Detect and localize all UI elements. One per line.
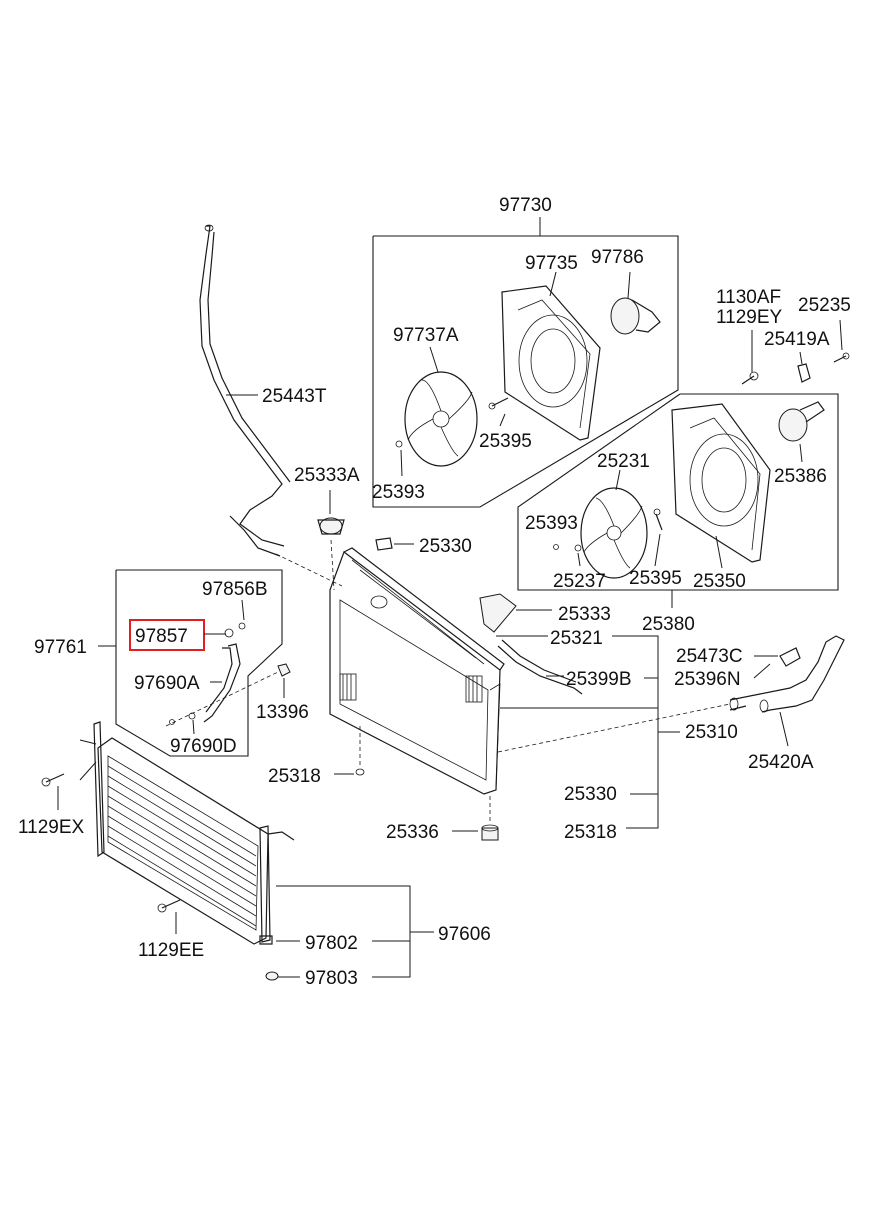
label-25393-lower: 25393 xyxy=(525,513,578,534)
label-25231: 25231 xyxy=(597,451,650,472)
label-25237: 25237 xyxy=(553,571,606,592)
label-25235: 25235 xyxy=(798,295,851,316)
label-97730: 97730 xyxy=(499,195,552,216)
bracket-group-97761-box xyxy=(115,569,283,757)
label-25310: 25310 xyxy=(685,722,738,743)
label-25321: 25321 xyxy=(550,628,603,649)
screw-25395-upper xyxy=(488,397,509,410)
bolt-1129EE xyxy=(157,899,181,913)
bolt-1130AF xyxy=(741,371,759,385)
clip-25237 xyxy=(574,544,582,552)
label-25395-lower: 25395 xyxy=(629,568,682,589)
label-97786: 97786 xyxy=(591,247,644,268)
label-25330-upper: 25330 xyxy=(419,536,472,557)
bracket-25333 xyxy=(479,593,517,633)
receiver-drier-97802 xyxy=(259,935,273,945)
label-97735: 97735 xyxy=(525,253,578,274)
label-25473C: 25473C xyxy=(676,646,743,667)
fan-shroud-97735 xyxy=(501,285,601,441)
label-25399B: 25399B xyxy=(566,669,632,690)
label-97737A: 97737A xyxy=(393,325,459,346)
mount-25318 xyxy=(355,768,365,776)
label-25420A: 25420A xyxy=(748,752,814,773)
label-25419A: 25419A xyxy=(764,329,830,350)
label-25336: 25336 xyxy=(386,822,439,843)
hose-clamp-25473C xyxy=(779,647,801,667)
condenser-97606 xyxy=(93,721,295,945)
label-25395-upper: 25395 xyxy=(479,431,532,452)
label-97606: 97606 xyxy=(438,924,491,945)
clip-25330 xyxy=(375,537,393,551)
label-25380: 25380 xyxy=(642,614,695,635)
radiator-cap-25333A xyxy=(317,517,345,535)
label-1130AF: 1130AF xyxy=(716,287,781,308)
label-97690A: 97690A xyxy=(134,673,200,694)
label-97857: 97857 xyxy=(135,626,188,647)
label-97690D: 97690D xyxy=(170,736,237,757)
label-25330-lower: 25330 xyxy=(564,784,617,805)
radiator-hose-25420A xyxy=(729,635,845,713)
label-25318-left: 25318 xyxy=(268,766,321,787)
nut-13396 xyxy=(277,663,291,677)
overflow-hose-25443T xyxy=(199,224,291,557)
bolt-25235 xyxy=(833,352,850,363)
insulator-25336 xyxy=(481,824,499,841)
bolt-1129EX xyxy=(41,773,65,787)
clip-25419A xyxy=(797,363,811,383)
label-25443T: 25443T xyxy=(262,386,327,407)
screw-25395-lower xyxy=(653,508,663,531)
drier-cap-97803 xyxy=(265,971,279,981)
label-25333A: 25333A xyxy=(294,465,360,486)
label-97761: 97761 xyxy=(34,637,87,658)
label-25350: 25350 xyxy=(693,571,746,592)
label-25333: 25333 xyxy=(558,604,611,625)
fan-motor-25386 xyxy=(778,401,825,442)
highlight-box-97857 xyxy=(129,619,205,651)
fan-motor-97786 xyxy=(610,297,661,335)
label-1129EE: 1129EE xyxy=(138,940,204,961)
label-13396: 13396 xyxy=(256,702,309,723)
label-25318-right: 25318 xyxy=(564,822,617,843)
radiator-25310 xyxy=(329,547,505,795)
label-25393-upper: 25393 xyxy=(372,482,425,503)
label-1129EY: 1129EY xyxy=(716,307,783,328)
label-97802: 97802 xyxy=(305,933,358,954)
fan-shroud-25350 xyxy=(671,403,771,563)
pipe-bracket-97690A xyxy=(203,622,246,723)
fan-blade-25231 xyxy=(580,487,648,579)
fan-assembly-25380-box xyxy=(517,393,839,591)
label-25386: 25386 xyxy=(774,466,827,487)
clip-25393-upper xyxy=(395,440,403,448)
label-97803: 97803 xyxy=(305,968,358,989)
label-25396N: 25396N xyxy=(674,669,741,690)
fan-assembly-97730-box xyxy=(372,235,679,508)
label-1129EX: 1129EX xyxy=(18,817,85,838)
label-97856B: 97856B xyxy=(202,579,268,600)
fan-blade-97737A xyxy=(404,371,478,467)
clip-25393-lower xyxy=(553,544,559,550)
